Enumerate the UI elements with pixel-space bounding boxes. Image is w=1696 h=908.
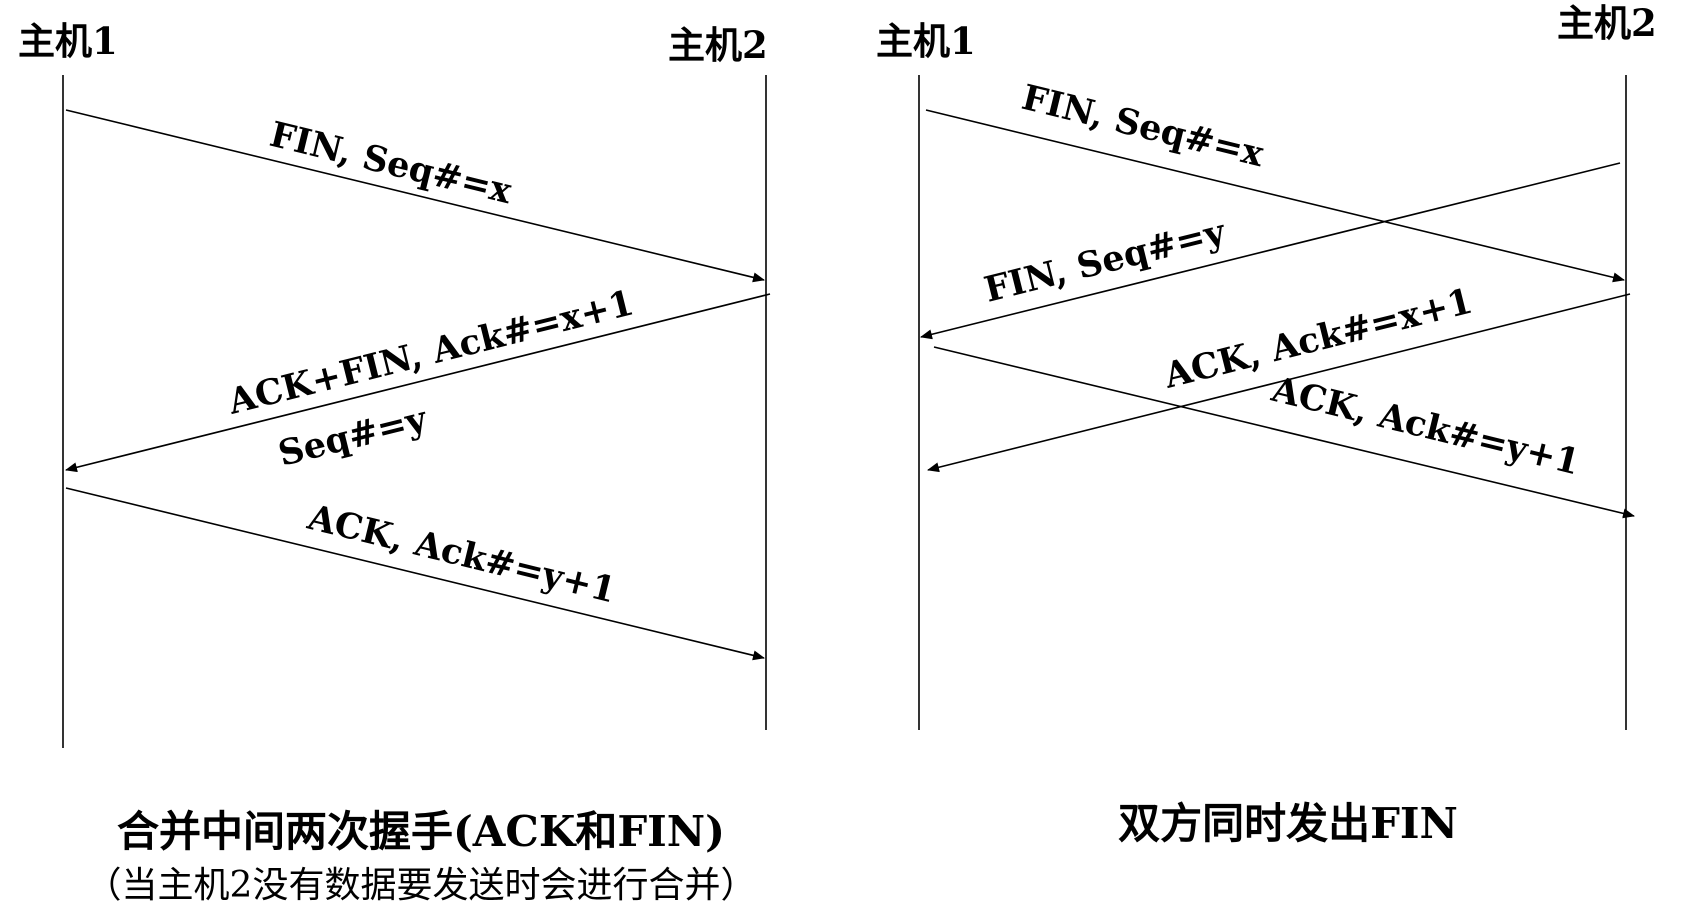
left-subcaption: （当主机2没有数据要发送时会进行合并） [85,865,757,906]
right-host1-label: 主机1 [876,19,976,63]
left-ack-label: ACK, Ack#=y+1 [303,497,620,612]
right-diagram: 主机1 主机2 FIN, Seq#=x FIN, Seq#=y ACK, Ack… [876,1,1657,730]
left-caption: 合并中间两次握手(ACK和FIN) [116,807,726,856]
left-ackfin-arrow [65,293,771,473]
left-host2-label: 主机2 [668,23,768,67]
right-ack-x-arrow [927,293,1631,473]
right-ack-y-arrow [933,346,1635,519]
right-fin-x-arrow [925,109,1625,283]
left-host1-label: 主机1 [18,19,118,63]
right-fin-y-label: FIN, Seq#=y [980,211,1231,311]
left-ackfin-seq-label: Seq#=y [274,398,432,475]
left-diagram: 主机1 主机2 FIN, Seq#=x ACK+FIN, Ack#=x+1 Se… [18,19,771,748]
left-ackfin-label: ACK+FIN, Ack#=x+1 [223,282,638,423]
right-host2-label: 主机2 [1557,1,1657,45]
left-fin-arrow [65,109,765,283]
left-ack-arrow [65,487,765,661]
right-fin-y-arrow [920,162,1621,340]
left-fin-label: FIN, Seq#=x [266,114,517,213]
right-fin-x-label: FIN, Seq#=x [1018,77,1269,176]
right-caption: 双方同时发出FIN [1118,799,1458,848]
